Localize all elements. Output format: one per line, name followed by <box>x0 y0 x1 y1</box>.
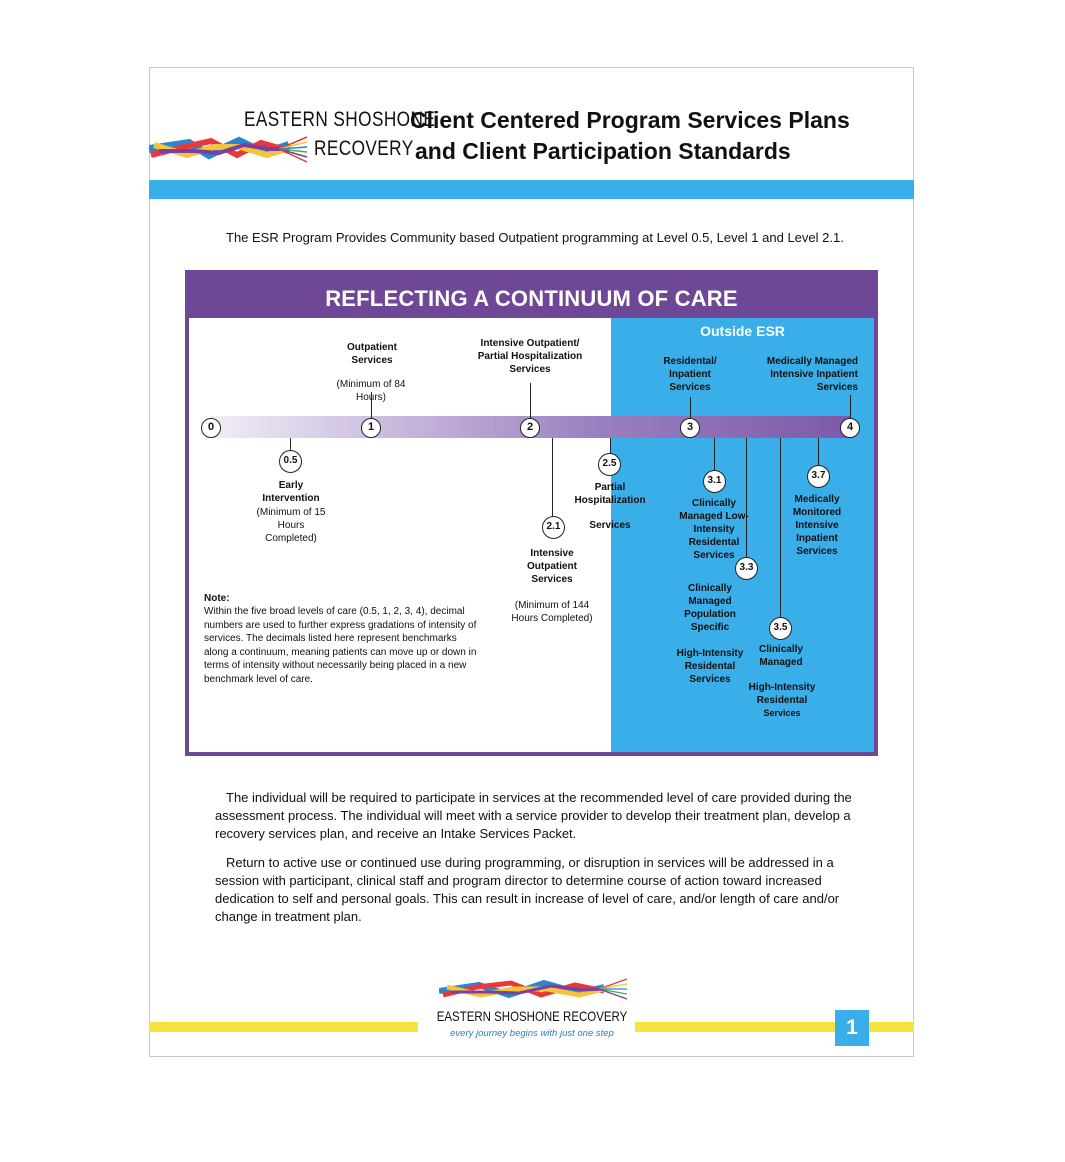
page-number: 1 <box>835 1010 869 1046</box>
footer-braid-logo-icon <box>439 978 628 1000</box>
header-band <box>149 180 914 199</box>
connector-4 <box>850 395 851 418</box>
braid-logo-icon <box>149 136 308 163</box>
intensive-outpatient-label: Intensive Outpatient Services <box>527 548 577 585</box>
connector-25 <box>610 438 611 455</box>
note-body: Within the five broad levels of care (0.… <box>204 606 477 685</box>
connector-1 <box>371 392 372 418</box>
level-21-circle: 2.1 <box>542 516 565 539</box>
outside-esr-label: Outside ESR <box>700 323 785 339</box>
outpatient-note: (Minimum of 84 Hours) <box>336 379 406 403</box>
page-title-line-2: and Client Participation Standards <box>415 138 791 164</box>
iop-php-label: Intensive Outpatient/ Partial Hospitaliz… <box>477 338 583 375</box>
paragraph-participation: The individual will be required to parti… <box>215 790 852 841</box>
connector-05 <box>290 438 291 451</box>
logo-line-2: RECOVERY <box>314 137 414 160</box>
footer-bar-right <box>635 1022 914 1032</box>
residential-label: Residental/ Inpatient Services <box>663 356 717 393</box>
early-intervention-label: Early Intervention <box>262 480 320 504</box>
intro-text: The ESR Program Provides Community based… <box>226 230 844 245</box>
paragraph-relapse: Return to active use or continued use du… <box>215 855 840 924</box>
continuum-title: REFLECTING A CONTINUUM OF CARE <box>325 286 738 311</box>
level-35-circle: 3.5 <box>769 617 792 640</box>
medically-managed-label: Medically Managed Intensive Inpatient Se… <box>766 356 858 393</box>
connector-35 <box>780 438 781 618</box>
level-25-circle: 2.5 <box>598 453 621 476</box>
note-title: Note: <box>204 593 230 604</box>
high-intensity-b-services: Services <box>763 708 801 718</box>
level-05-circle: 0.5 <box>279 450 302 473</box>
level-3-circle: 3 <box>680 418 700 438</box>
page-title-line-1: Client Centered Program Services Plans <box>410 107 850 133</box>
partial-services-label: Services <box>589 520 631 531</box>
partial-hosp-label: Partial Hospitalization <box>574 482 646 506</box>
clinically-population-label: Clinically Managed Population Specific <box>684 583 736 633</box>
clinically-managed-label: Clinically Managed <box>759 644 803 668</box>
level-37-circle: 3.7 <box>807 465 830 488</box>
esr-area <box>189 318 611 752</box>
high-intensity-b-label: High-Intensity Residental <box>748 682 816 706</box>
continuum-panel: REFLECTING A CONTINUUM OF CARE Outside E… <box>185 270 878 756</box>
connector-37 <box>818 438 819 465</box>
connector-3 <box>690 397 691 418</box>
high-intensity-a-label: High-Intensity Residental Services <box>676 648 744 685</box>
connector-21 <box>552 438 553 516</box>
logo-line-1: EASTERN SHOSHONE <box>244 108 436 131</box>
footer-org-name: EASTERN SHOSHONE RECOVERY <box>436 1008 628 1024</box>
level-33-circle: 3.3 <box>735 557 758 580</box>
level-1-circle: 1 <box>361 418 381 438</box>
footer-tagline: every journey begins with just one step <box>450 1028 614 1039</box>
level-0-circle: 0 <box>201 418 221 438</box>
level-31-circle: 3.1 <box>703 470 726 493</box>
level-2-circle: 2 <box>520 418 540 438</box>
clinically-low-label: Clinically Managed Low-Intensity Residen… <box>679 498 749 561</box>
outside-esr-area: Outside ESR <box>611 318 874 752</box>
level-4-circle: 4 <box>840 418 860 438</box>
connector-33 <box>746 438 747 558</box>
connector-2 <box>530 383 531 418</box>
footer-bar-left <box>149 1022 418 1032</box>
connector-31 <box>714 438 715 470</box>
early-intervention-note: (Minimum of 15 Hours Completed) <box>256 507 326 544</box>
medically-monitored-label: Medically Monitored Intensive Inpatient … <box>792 494 842 557</box>
outpatient-label: Outpatient Services <box>347 342 397 366</box>
intensive-outpatient-note: (Minimum of 144 Hours Completed) <box>511 600 593 624</box>
